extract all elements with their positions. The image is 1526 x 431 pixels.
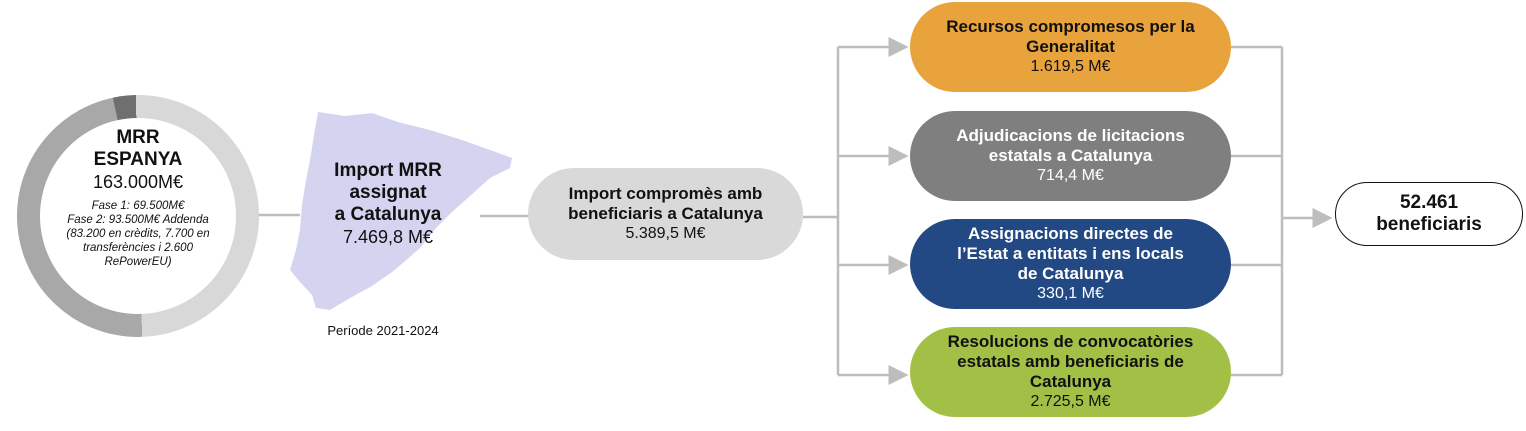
branch-adjudicacions: Adjudicacions de licitacions estatals a … (910, 111, 1231, 201)
catalonia-map-shape (290, 112, 512, 310)
catalunya-amount: 7.469,8 M€ (342, 227, 434, 247)
committed-amount-node: Import compromès amb beneficiaris a Cata… (528, 168, 803, 260)
branch-assignacions: Assignacions directes de l’Estat a entit… (910, 219, 1231, 309)
catalunya-label: Import MRR assignat a Catalunya 7.469,8 … (300, 160, 476, 248)
mrr-espanya-note: Fase 1: 69.500M€ Fase 2: 93.500M€ Addend… (66, 200, 210, 268)
mrr-espanya-amount: 163.000M€ (92, 172, 184, 192)
branch-resolucions: Resolucions de convocatòries estatals am… (910, 327, 1231, 417)
branch-generalitat: Recursos compromesos per la Generalitat … (910, 2, 1231, 92)
beneficiaris-result: 52.461 beneficiaris (1335, 182, 1523, 246)
mrr-espanya-label: MRR ESPANYA 163.000M€ Fase 1: 69.500M€ F… (40, 127, 236, 269)
period-label: Període 2021-2024 (327, 323, 439, 338)
